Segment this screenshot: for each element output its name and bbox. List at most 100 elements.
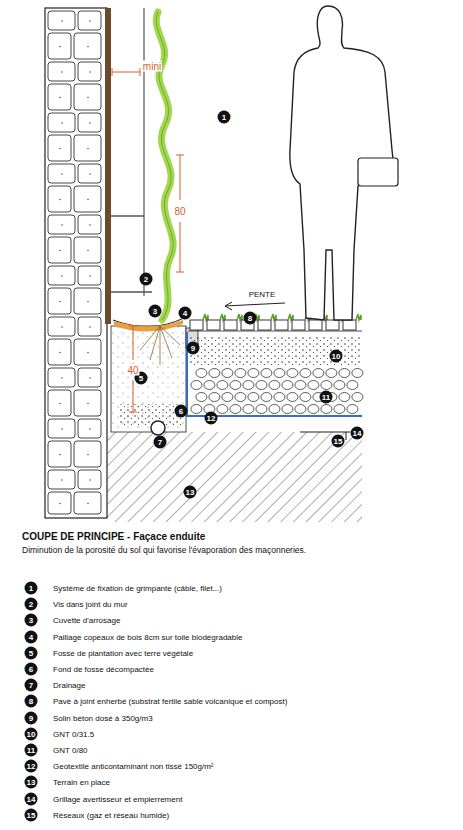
gravel-stone xyxy=(230,405,241,414)
callout-number: 13 xyxy=(184,486,197,499)
callout-number: 6 xyxy=(175,405,188,418)
gravel-stone xyxy=(313,369,324,378)
gravel-stone xyxy=(217,405,228,414)
stone xyxy=(48,339,71,365)
stone xyxy=(78,215,101,234)
callout-number: 2 xyxy=(140,273,153,286)
gravel-stone xyxy=(274,393,285,402)
grass-tuft xyxy=(356,314,361,320)
legend-text: Geotextile anticontaminant non tissé 150… xyxy=(53,762,214,771)
stone-dot xyxy=(87,46,88,47)
stone-dot xyxy=(87,199,88,200)
gravel-stone xyxy=(347,381,358,390)
diagram-caption: Diminution de la porosité du sol qui fav… xyxy=(22,545,306,555)
stone xyxy=(74,237,101,263)
stone-dot xyxy=(59,148,60,149)
legend-number: 5 xyxy=(25,646,38,659)
stone-dot xyxy=(87,148,88,149)
gravel-stone xyxy=(334,381,345,390)
gravel-stone xyxy=(261,369,272,378)
stone xyxy=(74,288,101,314)
stone-dot xyxy=(61,122,62,123)
stone xyxy=(48,164,75,183)
legend-number: 12 xyxy=(25,760,38,773)
slope-label: PENTE xyxy=(249,290,276,299)
stone-dot xyxy=(59,503,60,504)
stone-dot xyxy=(89,479,90,480)
callout-number: 10 xyxy=(330,350,343,363)
stone xyxy=(74,492,101,514)
stone-wall xyxy=(45,8,107,518)
stone xyxy=(48,62,75,81)
stone-dot xyxy=(61,377,62,378)
plant-roots xyxy=(140,326,180,365)
legend-text: GNT 0/31.5 xyxy=(53,729,94,738)
stone-dot xyxy=(59,301,60,302)
stone xyxy=(48,470,75,489)
gravel-stone xyxy=(352,369,363,378)
legend-text: GNT 0/80 xyxy=(53,746,88,755)
stone xyxy=(78,470,101,489)
stone xyxy=(78,164,101,183)
stone xyxy=(48,266,75,285)
slope-arrow xyxy=(225,302,285,310)
callout-number: 14 xyxy=(351,427,364,440)
stone xyxy=(74,33,101,59)
stone xyxy=(48,237,71,263)
stone xyxy=(48,492,71,514)
gravel-stone xyxy=(295,405,306,414)
legend-number: 3 xyxy=(25,614,38,627)
stone-dot xyxy=(61,428,62,429)
legend-number: 6 xyxy=(25,663,38,676)
gravel-stone xyxy=(308,405,319,414)
gravel-stone xyxy=(347,405,358,414)
legend-number: 14 xyxy=(25,792,38,805)
gravel-stone xyxy=(235,393,246,402)
stone-dot xyxy=(89,173,90,174)
dimension-label: mini xyxy=(142,61,162,72)
geotextile xyxy=(187,332,362,416)
gravel-stone xyxy=(209,393,220,402)
paver xyxy=(326,320,339,330)
stone xyxy=(74,186,101,212)
paver-base xyxy=(188,331,362,332)
stone-dot xyxy=(59,199,60,200)
stone xyxy=(78,419,101,438)
paver xyxy=(190,320,203,330)
stone xyxy=(48,186,71,212)
legend-number: 7 xyxy=(25,679,38,692)
dimension-label: 40 xyxy=(126,365,139,376)
gravel-stone xyxy=(321,405,332,414)
stone-dot xyxy=(89,71,90,72)
legend-number: 13 xyxy=(25,776,38,789)
stone xyxy=(48,390,71,416)
briefcase xyxy=(358,158,398,186)
legend-text: Paillage copeaux de bois 8cm sur toile b… xyxy=(53,632,242,641)
stone-dot xyxy=(61,20,62,21)
stone xyxy=(78,113,101,132)
drain-pipe xyxy=(151,421,165,435)
gravel-stone xyxy=(243,405,254,414)
diagram-title: COUPE DE PRINCIPE - Façace enduite xyxy=(22,531,205,542)
dimension-label: 80 xyxy=(173,206,186,217)
gravel-stone xyxy=(261,393,272,402)
stone-dot xyxy=(87,97,88,98)
paver xyxy=(207,320,220,330)
legend-text: Réseaux (gaz et réseau humide) xyxy=(53,810,169,819)
legend-number: 15 xyxy=(25,808,38,821)
paver xyxy=(258,320,271,330)
grass-tuft xyxy=(271,314,276,320)
gravel-stone xyxy=(326,369,337,378)
stone-dot xyxy=(59,250,60,251)
legend-text: Solin béton dosé à 350g/m3 xyxy=(53,713,153,722)
gravel-stone xyxy=(256,381,267,390)
wall-screw xyxy=(111,215,144,217)
stone-dot xyxy=(87,352,88,353)
callout-number: 8 xyxy=(244,312,257,325)
planting-pit xyxy=(111,326,186,432)
gravel-stone xyxy=(339,393,350,402)
gravel-stone xyxy=(248,369,259,378)
stone xyxy=(48,288,71,314)
gravel-stone xyxy=(235,369,246,378)
climbing-plant xyxy=(156,12,173,320)
